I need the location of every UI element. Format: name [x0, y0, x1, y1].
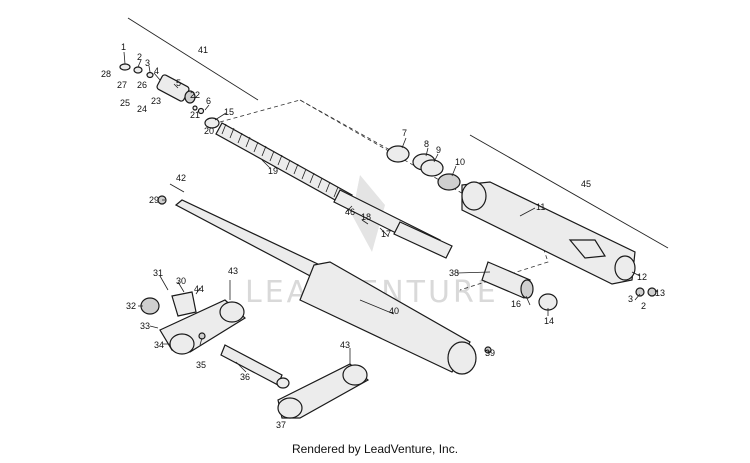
assembly-dashed-line	[299, 99, 391, 151]
callout-39: 39	[485, 348, 495, 358]
callout-4: 4	[154, 66, 159, 76]
callout-3-lower: 3	[628, 294, 633, 304]
callout-15: 15	[224, 107, 234, 117]
callout-5: 5	[176, 78, 181, 88]
callout-3: 3	[145, 58, 150, 68]
callout-30: 30	[176, 276, 186, 286]
callout-35: 35	[196, 360, 206, 370]
callout-41: 41	[198, 45, 208, 55]
callout-28: 28	[101, 69, 111, 79]
callout-24: 24	[137, 104, 147, 114]
callout-8: 8	[424, 139, 429, 149]
callout-17: 17	[381, 229, 391, 239]
callout-1: 1	[121, 42, 126, 52]
seals-bushings	[386, 145, 461, 191]
callout-26: 26	[137, 80, 147, 90]
callout-29: 29	[149, 195, 159, 205]
callout-40: 40	[389, 306, 399, 316]
callout-25: 25	[120, 98, 130, 108]
callout-2-lower: 2	[641, 301, 646, 311]
callout-11: 11	[536, 202, 545, 212]
callout-43-lower: 43	[340, 340, 350, 350]
callout-21: 21	[190, 110, 200, 120]
fork-spring	[215, 122, 353, 207]
callout-31: 31	[153, 268, 163, 278]
callout-34: 34	[154, 340, 164, 350]
inner-fork-tube	[157, 195, 492, 375]
outer-fork-leg	[461, 181, 657, 297]
damper-rod	[333, 189, 453, 259]
callout-27: 27	[117, 80, 127, 90]
bracket-45	[469, 134, 669, 249]
callout-14: 14	[544, 316, 554, 326]
callout-32: 32	[126, 301, 136, 311]
callout-46: 46	[345, 207, 355, 217]
steering-stem	[220, 344, 290, 389]
callout-9: 9	[436, 145, 441, 155]
lower-triple-clamp	[277, 348, 370, 419]
callout-44: 44	[194, 284, 204, 294]
damper-cylinder	[481, 261, 558, 311]
callout-19: 19	[268, 166, 278, 176]
bracket-41	[127, 17, 259, 101]
callout-42: 42	[176, 173, 186, 183]
callout-38: 38	[449, 268, 459, 278]
top-cap-assembly	[119, 63, 220, 129]
callout-36: 36	[240, 372, 250, 382]
bracket-42	[169, 183, 185, 193]
callout-18: 18	[361, 212, 371, 222]
callout-23: 23	[151, 96, 161, 106]
callout-20: 20	[204, 126, 214, 136]
callout-37: 37	[276, 420, 286, 430]
callout-10: 10	[455, 157, 465, 167]
leader-lines	[123, 51, 659, 373]
callout-43-upper: 43	[228, 266, 238, 276]
callout-45: 45	[581, 179, 591, 189]
callout-16: 16	[511, 299, 521, 309]
callout-33: 33	[140, 321, 150, 331]
callout-13: 13	[655, 288, 665, 298]
callout-2: 2	[137, 52, 142, 62]
callout-6: 6	[206, 96, 211, 106]
callout-22: 22	[190, 90, 200, 100]
upper-triple-clamp	[140, 280, 246, 355]
callout-7: 7	[402, 128, 407, 138]
rendered-by-caption: Rendered by LeadVenture, Inc.	[291, 442, 459, 456]
callout-labels: 1 2 3 4 5 6 7 8 9 10 11 12 13 14 15 16 1…	[101, 42, 665, 430]
callout-12: 12	[637, 272, 647, 282]
